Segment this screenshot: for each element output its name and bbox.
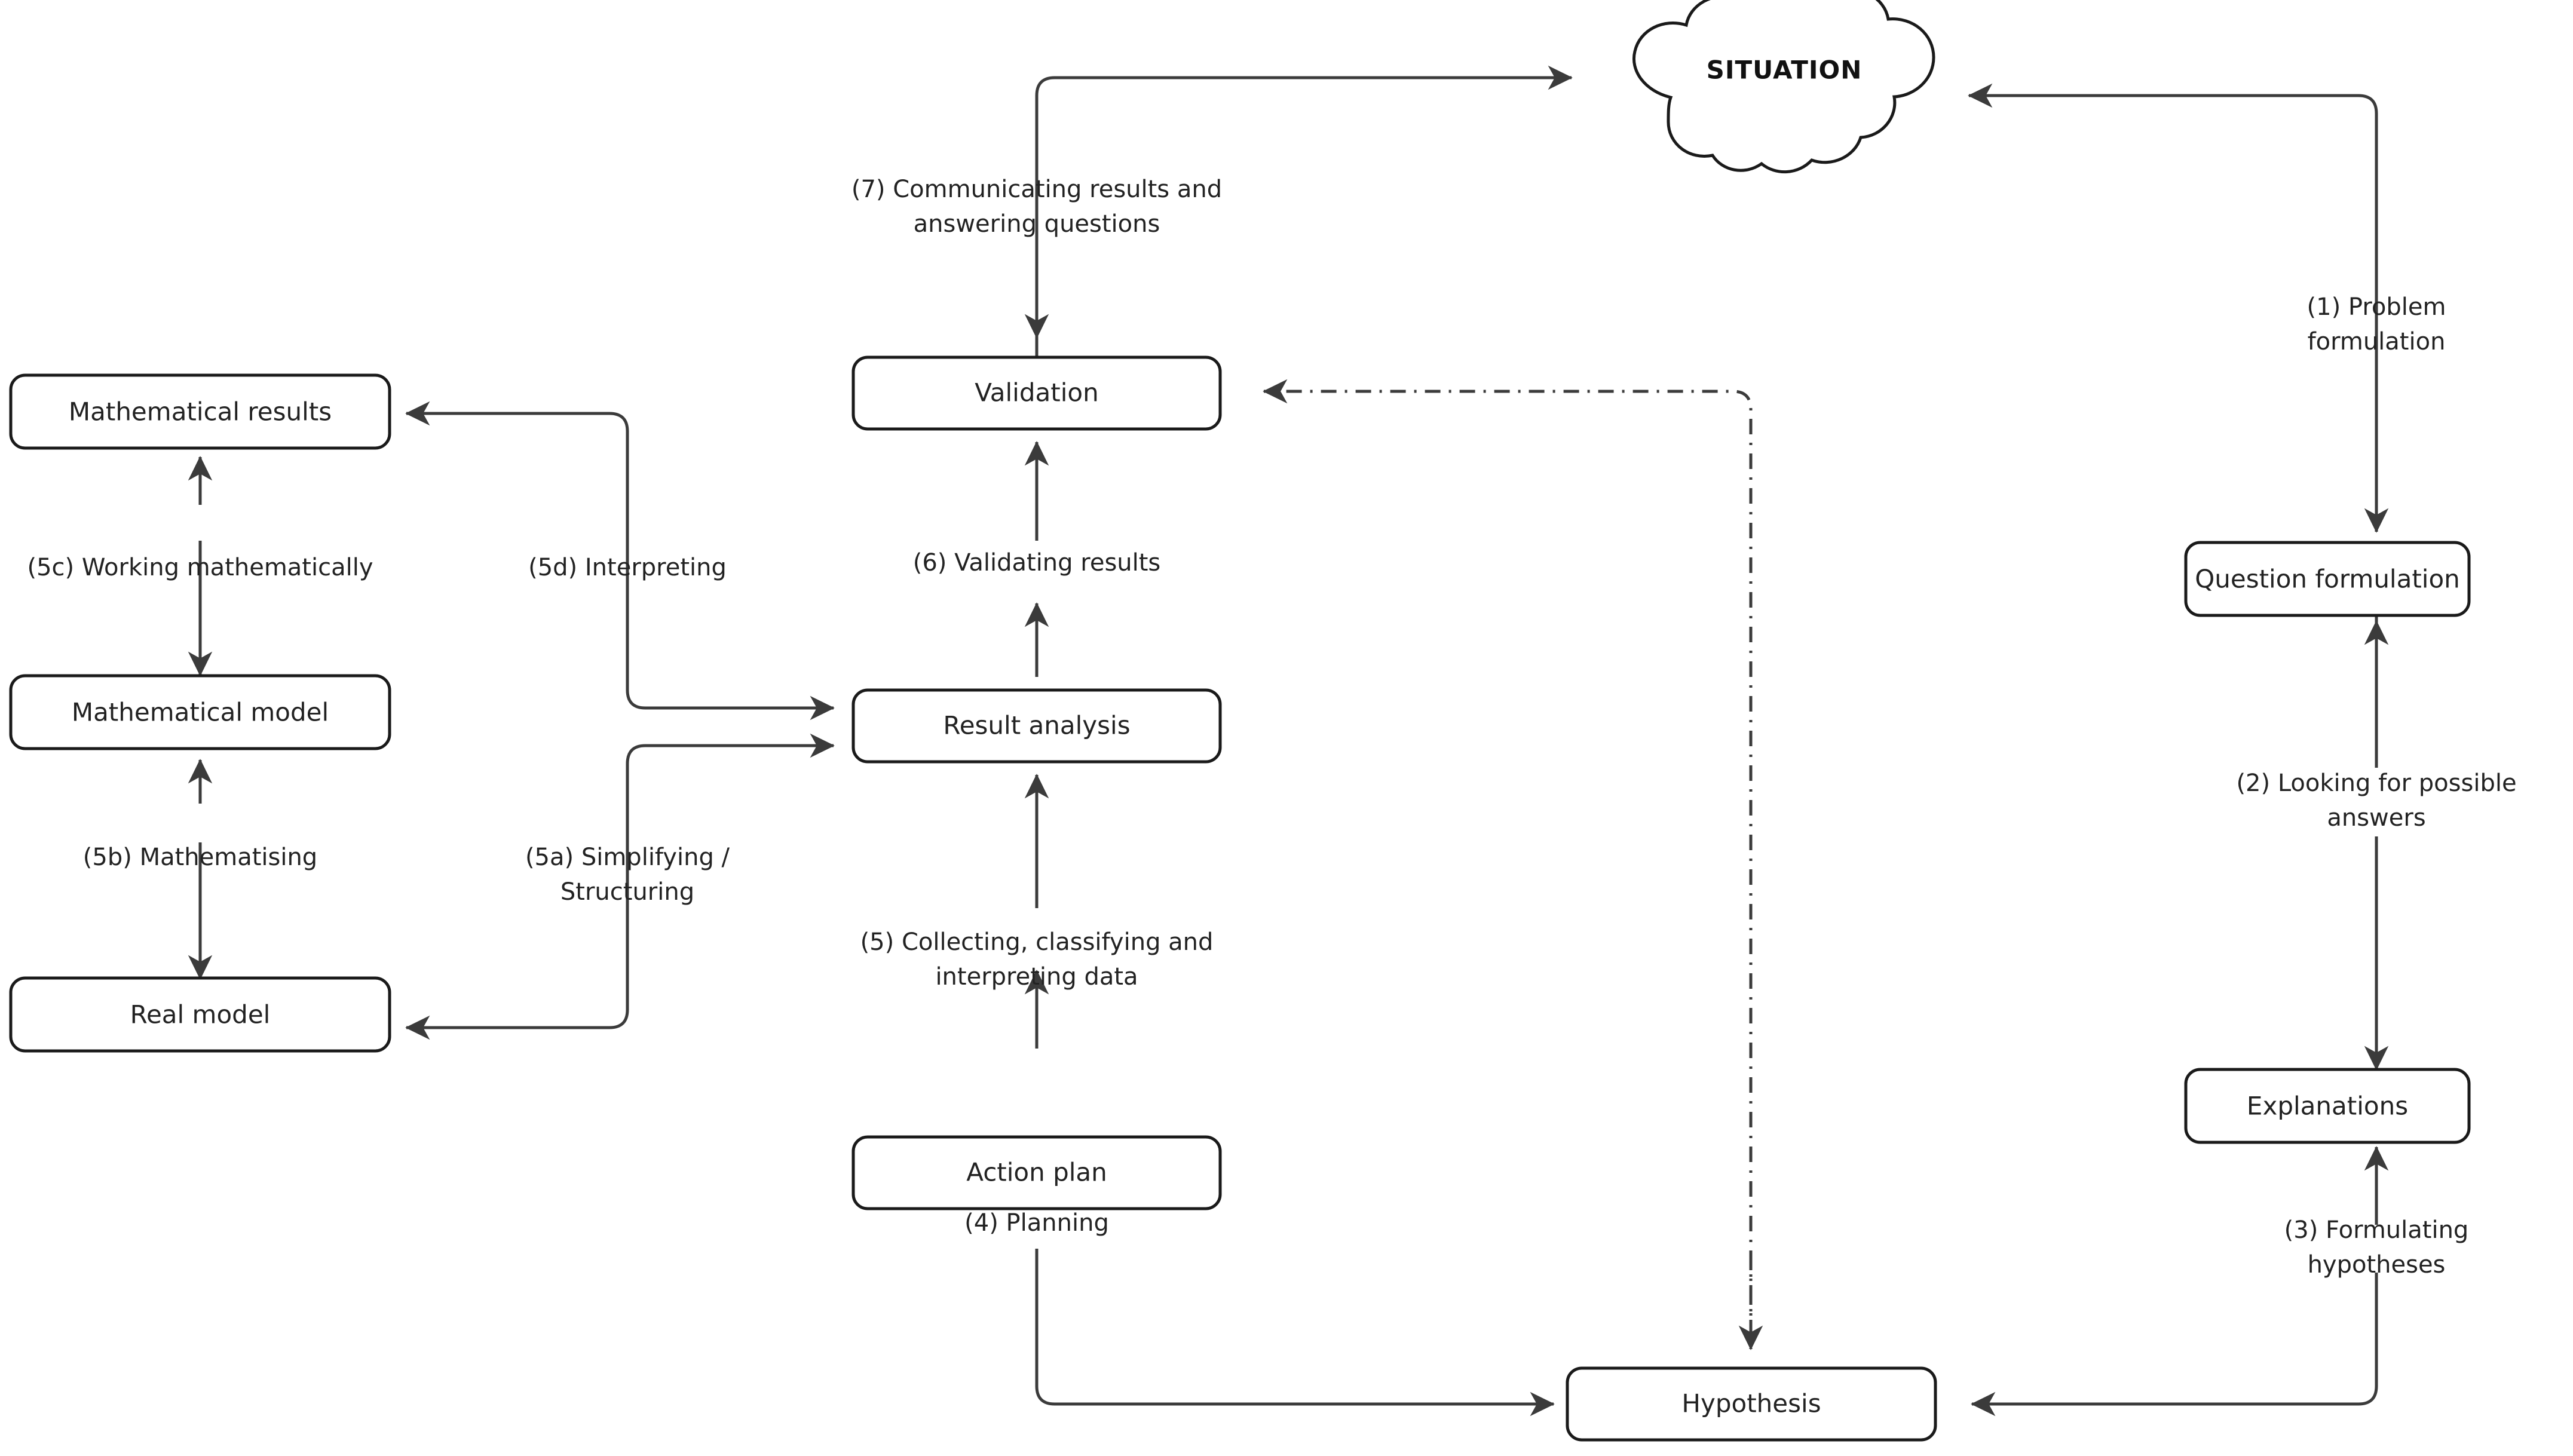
node-action-plan-label: Action plan — [966, 1158, 1107, 1187]
edge-label-step3-line1: (3) Formulating — [2284, 1216, 2469, 1244]
edge-label-step5a-line2: Structuring — [560, 878, 694, 906]
edge-label-step1-line2: formulation — [2308, 328, 2446, 355]
edge-label-step5b-line1: (5b) Mathematising — [83, 844, 317, 871]
edge-simplifying-structuring — [405, 733, 835, 1040]
edge-problem-formulation — [1968, 83, 2389, 533]
node-hypothesis-label: Hypothesis — [1681, 1389, 1821, 1418]
node-question-formulation[interactable]: Question formulation — [2184, 541, 2471, 617]
edge-interpreting — [405, 401, 835, 721]
node-situation-label: SITUATION — [1707, 56, 1863, 85]
node-real-model[interactable]: Real model — [9, 976, 391, 1053]
edge-label-step5c-line1: (5c) Working mathematically — [27, 554, 373, 581]
edge-label-step2-line1: (2) Looking for possible — [2236, 770, 2516, 797]
edge-label-step5: (5) Collecting, classifying and interpre… — [860, 928, 1214, 991]
edge-label-step5-line1: (5) Collecting, classifying and — [860, 928, 1214, 956]
edge-label-step5d-line1: (5d) Interpreting — [528, 554, 727, 581]
edge-label-step7-line2: answering questions — [914, 210, 1160, 238]
edge-label-step1-line1: (1) Problem — [2307, 293, 2446, 321]
edge-label-step6: (6) Validating results — [913, 549, 1161, 577]
edge-label-step3-line2: hypotheses — [2308, 1251, 2446, 1279]
node-explanations[interactable]: Explanations — [2184, 1068, 2471, 1144]
edge-label-step5-line2: interpreting data — [935, 963, 1138, 991]
node-action-plan[interactable]: Action plan — [851, 1135, 1222, 1210]
edge-label-step5b: (5b) Mathematising — [83, 844, 317, 871]
edge-label-step6-line1: (6) Validating results — [913, 549, 1161, 577]
node-situation[interactable]: SITUATION — [1632, 0, 1935, 174]
node-mathematical-results[interactable]: Mathematical results — [9, 373, 391, 450]
edge-label-step4-line1: (4) Planning — [964, 1209, 1109, 1237]
node-mathematical-model[interactable]: Mathematical model — [9, 674, 391, 750]
edge-label-step5a-line1: (5a) Simplifying / — [525, 844, 730, 871]
edge-label-step2-line2: answers — [2327, 804, 2425, 832]
edge-label-step7: (7) Communicating results and answering … — [851, 176, 1222, 238]
node-mathematical-results-label: Mathematical results — [69, 397, 332, 427]
edge-label-step4: (4) Planning — [964, 1209, 1109, 1237]
node-real-model-label: Real model — [130, 1000, 271, 1029]
edge-label-step5a: (5a) Simplifying / Structuring — [525, 844, 730, 906]
edge-label-step5c: (5c) Working mathematically — [27, 554, 373, 581]
node-mathematical-model-label: Mathematical model — [72, 698, 329, 727]
edge-label-step3: (3) Formulating hypotheses — [2284, 1216, 2469, 1279]
node-hypothesis[interactable]: Hypothesis — [1566, 1366, 1937, 1442]
node-validation[interactable]: Validation — [851, 355, 1222, 431]
edge-hypothesis-validation-dashed — [1263, 379, 1763, 1350]
edge-label-step1: (1) Problem formulation — [2307, 293, 2446, 355]
edge-formulating-hypotheses — [1971, 1146, 2389, 1417]
node-result-analysis-label: Result analysis — [943, 711, 1130, 740]
edge-label-step7-line1: (7) Communicating results and — [851, 176, 1222, 203]
edge-communicating-results — [1024, 65, 1573, 358]
node-explanations-label: Explanations — [2247, 1092, 2408, 1121]
edge-label-step2: (2) Looking for possible answers — [2236, 770, 2516, 832]
node-validation-label: Validation — [975, 378, 1098, 407]
edge-label-step5d: (5d) Interpreting — [528, 554, 727, 581]
node-question-formulation-label: Question formulation — [2195, 565, 2460, 594]
node-result-analysis[interactable]: Result analysis — [851, 688, 1222, 764]
